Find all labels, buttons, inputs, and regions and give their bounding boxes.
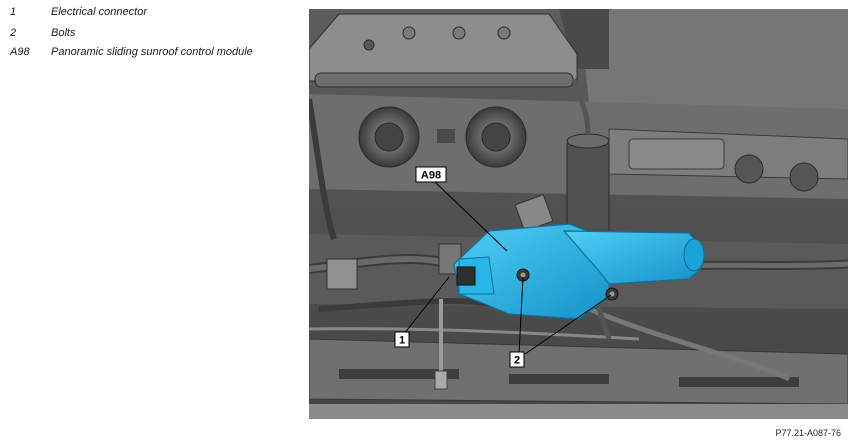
legend-key: A98 bbox=[10, 46, 30, 58]
roof-module-drawing: A98 1 2 bbox=[309, 9, 848, 419]
vehicle-illustration: A98 1 2 bbox=[309, 9, 848, 419]
figure-reference: P77.21-A087-76 bbox=[775, 428, 841, 438]
callout-a98: A98 bbox=[421, 170, 441, 182]
callout-1: 1 bbox=[399, 335, 405, 347]
legend-description: Panoramic sliding sunroof control module bbox=[51, 46, 253, 58]
callout-2: 2 bbox=[514, 355, 520, 367]
callout-2-box bbox=[509, 351, 525, 368]
legend-description: Bolts bbox=[51, 27, 76, 39]
legend-key: 2 bbox=[10, 27, 17, 39]
legend-description: Electrical connector bbox=[51, 6, 147, 18]
callout-1-box bbox=[394, 331, 410, 348]
callout-a98-box bbox=[415, 166, 447, 183]
legend-key: 1 bbox=[10, 6, 17, 18]
